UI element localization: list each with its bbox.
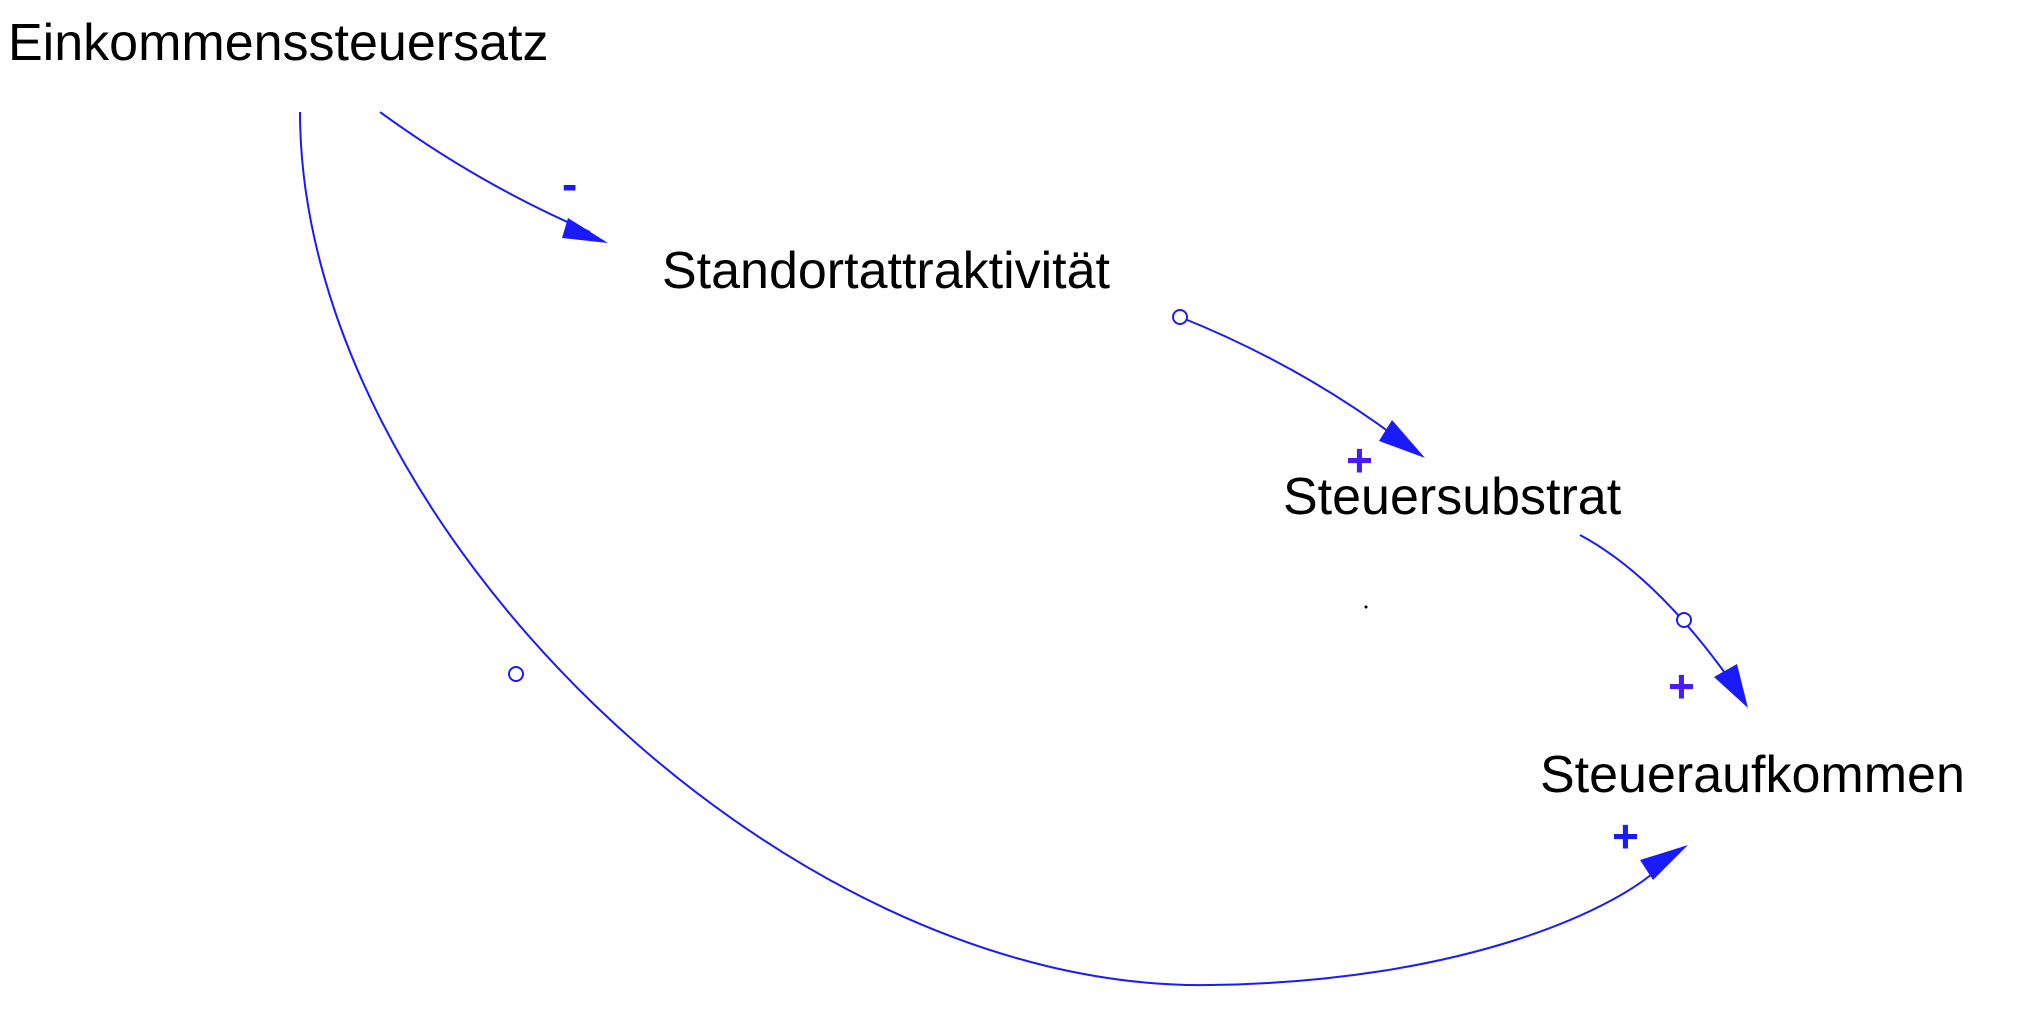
link-base-to-revenue[interactable]	[1579, 534, 1748, 708]
link-handle[interactable]	[508, 666, 524, 682]
link-rate-to-attractiveness[interactable]	[379, 111, 608, 243]
link-attractiveness-to-base[interactable]	[1172, 309, 1425, 458]
arrowhead-icon	[1714, 664, 1748, 708]
link-rate-to-revenue[interactable]	[299, 111, 1688, 987]
stray-dot	[1364, 605, 1368, 609]
node-income-tax-rate[interactable]: Einkommenssteuersatz	[8, 14, 548, 72]
polarity-base-to-revenue: +	[1668, 660, 1695, 712]
node-location-attractiveness[interactable]: Standortattraktivität	[662, 242, 1111, 300]
link-handle[interactable]	[1676, 612, 1692, 628]
link-handle[interactable]	[1172, 309, 1188, 325]
arrowhead-icon	[562, 218, 608, 243]
polarity-rate-to-revenue: +	[1612, 810, 1639, 862]
polarity-rate-to-attractiveness: -	[562, 158, 577, 210]
node-tax-base[interactable]: Steuersubstrat	[1283, 468, 1622, 526]
arrowhead-icon	[1379, 420, 1425, 458]
arrowhead-icon	[1640, 845, 1688, 880]
node-tax-revenue[interactable]: Steueraufkommen	[1540, 746, 1965, 804]
polarity-attractiveness-to-base: +	[1346, 434, 1373, 486]
